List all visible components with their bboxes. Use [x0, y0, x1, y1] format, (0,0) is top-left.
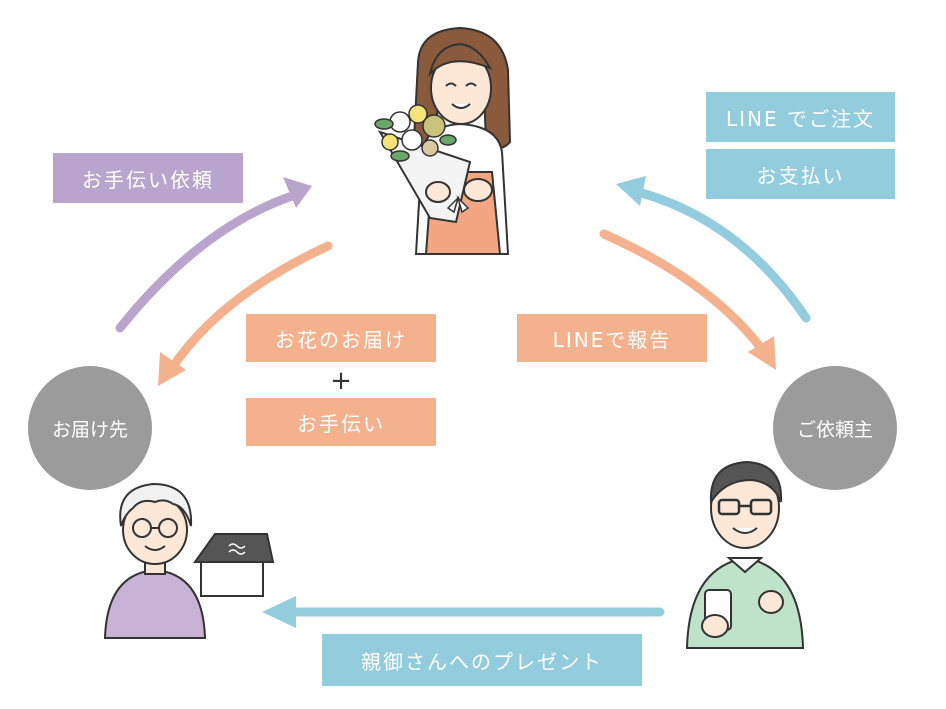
- arrow-line-order-head: [616, 176, 646, 206]
- arrow-gift-head: [262, 596, 296, 628]
- plus-sign: +: [330, 366, 352, 396]
- label-gift: 親御さんへのプレゼント: [322, 634, 642, 686]
- label-request-help: お手伝い依頼: [53, 153, 243, 203]
- man-with-smartphone-icon: [685, 460, 805, 649]
- label-payment: お支払い: [706, 149, 895, 199]
- label-flower-delivery: お花のお届け: [246, 314, 436, 362]
- arrow-request-help: [115, 191, 297, 333]
- arrow-line-order: [633, 187, 811, 323]
- elderly-woman-with-house-icon: [103, 482, 275, 639]
- label-help: お手伝い: [246, 398, 436, 446]
- arrow-flower-delivery-head: [158, 352, 186, 386]
- label-line-report: LINEで報告: [517, 314, 707, 362]
- arrow-line-report: [599, 229, 769, 357]
- arrow-line-report-head: [748, 336, 776, 370]
- recipient-node: お届け先: [28, 366, 152, 490]
- florist-with-bouquet-icon: [374, 26, 512, 255]
- label-line-order: LINE でご注文: [706, 92, 895, 142]
- arrow-request-help-head: [283, 177, 312, 208]
- client-node: ご依頼主: [773, 366, 897, 490]
- arrow-flower-delivery: [167, 241, 333, 373]
